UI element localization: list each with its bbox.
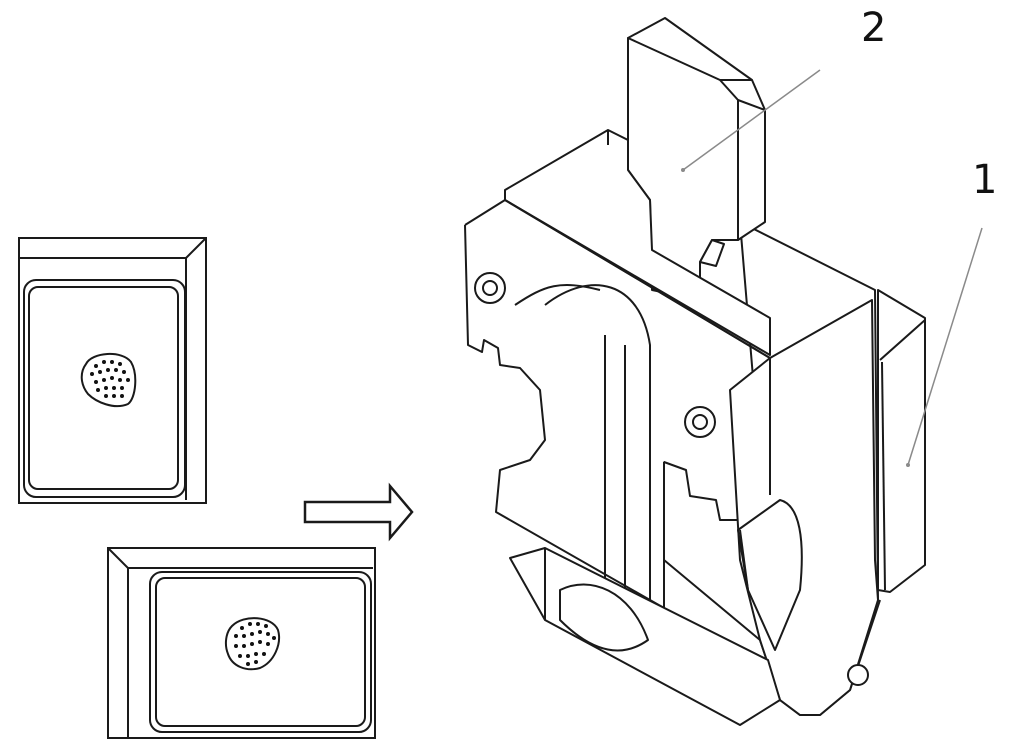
holder-slot-curve [544, 284, 651, 610]
pin-hole [847, 664, 869, 686]
screw-right-inner [692, 414, 708, 430]
holder-assembly [464, 17, 926, 726]
holder-side-tab-inner [881, 361, 886, 591]
holder-left-face [464, 224, 665, 609]
tray-landscape-outer [107, 547, 376, 739]
holder-side-tab-edge [879, 319, 926, 361]
tray-portrait [18, 237, 207, 504]
holder-front-cutout [737, 499, 803, 651]
tray-portrait-rim-corner [185, 237, 207, 259]
sample-portrait [80, 353, 137, 408]
leader-dot-1 [906, 463, 910, 467]
tray-landscape-well-outer [149, 571, 372, 733]
holder-jaw-recess [559, 583, 649, 652]
sample-landscape-dots [234, 622, 276, 666]
tray-landscape-well-inner [155, 577, 366, 727]
holder-cutout-edge [739, 529, 749, 591]
holder-top-slab [504, 129, 771, 356]
leader-dot-2 [681, 168, 685, 172]
tray-portrait-outer [18, 237, 207, 504]
sample-landscape [224, 617, 280, 671]
callout-2: 2 [861, 5, 887, 51]
lever-bevel [737, 99, 766, 111]
holder-slot-top [514, 284, 601, 306]
arrow-right-icon [303, 482, 414, 542]
screw-left-inner [482, 280, 498, 296]
sample-portrait-dots [90, 360, 130, 398]
leader-line-2 [682, 69, 821, 171]
tray-portrait-well-outer [23, 279, 186, 498]
leader-line-1 [907, 227, 983, 466]
tray-landscape-rim-corner [107, 547, 129, 569]
tray-portrait-well-inner [28, 286, 179, 490]
tray-landscape [107, 547, 376, 739]
callout-1: 1 [972, 157, 998, 203]
lever-notch [699, 239, 725, 267]
holder-side-tab [877, 289, 926, 593]
